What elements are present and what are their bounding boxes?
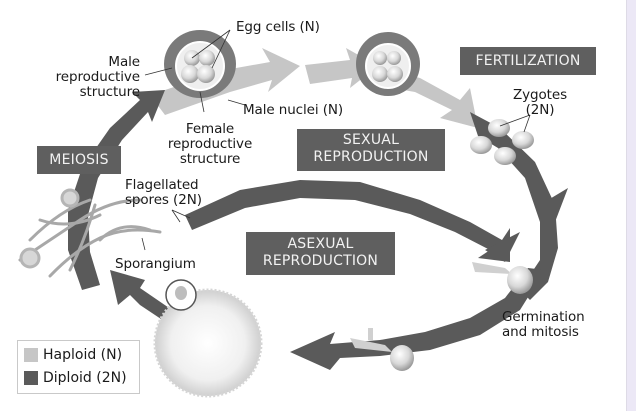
mycelium-tangle <box>18 188 162 278</box>
stage-box-sexual-reproduction: SEXUAL REPRODUCTION <box>297 129 445 171</box>
stage-box-fertilization: FERTILIZATION <box>460 47 596 75</box>
label-flagellated-spores: Flagellated spores (2N) <box>125 177 202 208</box>
legend-label-diploid: Diploid (2N) <box>43 370 127 386</box>
leader-lines <box>141 29 531 251</box>
legend: Haploid (N) Diploid (2N) <box>17 340 140 394</box>
legend-label-haploid: Haploid (N) <box>43 347 123 363</box>
vertical-scrollbar[interactable] <box>626 0 636 411</box>
stage-box-asexual-reproduction: ASEXUAL REPRODUCTION <box>246 232 395 275</box>
label-germination-mitosis: Germination and mitosis <box>502 309 585 340</box>
germinating-spore-2 <box>350 328 414 371</box>
legend-item-diploid: Diploid (2N) <box>24 369 127 387</box>
label-male-reproductive-structure: Male reproductive structure <box>55 54 140 100</box>
label-egg-cells: Egg cells (N) <box>236 19 320 35</box>
stage-box-meiosis: MEIOSIS <box>37 146 121 174</box>
diploid-swatch-icon <box>24 371 38 385</box>
fuzzy-sporangium-mass <box>153 279 263 398</box>
label-zygotes: Zygotes (2N) <box>513 87 567 118</box>
zygotes <box>470 119 534 165</box>
reproductive-structure-2 <box>356 32 420 96</box>
legend-item-haploid: Haploid (N) <box>24 346 122 364</box>
label-female-reproductive-structure: Female reproductive structure <box>167 121 253 167</box>
germinating-spore-1 <box>472 262 533 294</box>
haploid-swatch-icon <box>24 348 38 362</box>
label-sporangium: Sporangium <box>115 256 196 272</box>
label-male-nuclei: Male nuclei (N) <box>243 102 344 118</box>
